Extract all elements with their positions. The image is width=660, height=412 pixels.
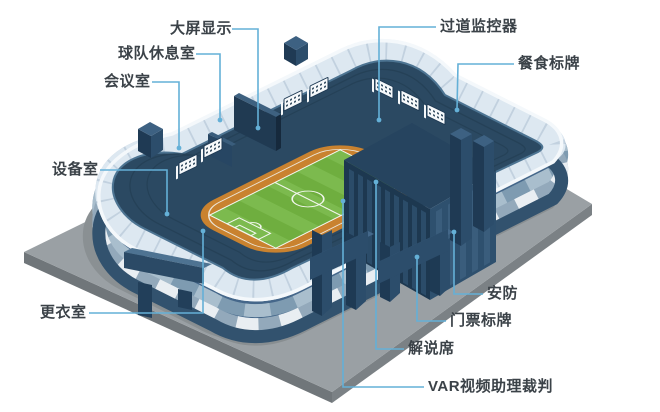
monitor-board xyxy=(424,103,446,125)
label-equipment-room: 设备室 xyxy=(52,161,99,178)
label-var-referee: VAR视频助理裁判 xyxy=(428,378,554,395)
leader-locker-room xyxy=(89,232,204,314)
monitor-board xyxy=(201,137,223,163)
leader-lines xyxy=(89,26,514,388)
leader-endpoints xyxy=(164,107,460,260)
label-food-signage: 餐食标牌 xyxy=(518,55,581,72)
label-team-lounge: 球队休息室 xyxy=(118,45,196,62)
monitor-board xyxy=(398,89,420,111)
leader-corridor-monitor xyxy=(378,26,436,119)
label-big-screen: 大屏显示 xyxy=(170,20,233,37)
leader-equipment-room xyxy=(100,169,168,213)
monitor-board xyxy=(176,154,198,180)
leader-food-signage xyxy=(456,63,514,110)
entrance-gates xyxy=(310,229,454,316)
cube-tower-left xyxy=(138,122,163,136)
leader-security xyxy=(453,233,483,295)
label-locker-room: 更衣室 xyxy=(40,304,87,321)
leader-var-referee xyxy=(342,202,424,388)
platform-side-left xyxy=(24,252,332,403)
gate-a-beam xyxy=(310,231,368,280)
tower-right xyxy=(450,128,472,140)
monitor-board xyxy=(307,77,329,103)
leader-ticket-signage xyxy=(416,258,446,322)
leader-meeting-room xyxy=(152,81,180,147)
platform-side-right xyxy=(332,204,592,403)
label-corridor-monitor: 过道监控器 xyxy=(440,18,518,35)
leader-commentary-booth xyxy=(375,183,404,350)
canopy-front xyxy=(124,252,204,284)
gate-b-beam xyxy=(378,229,448,284)
corner-towers xyxy=(138,36,494,246)
leader-big-screen xyxy=(232,28,259,127)
entrance-canopy xyxy=(124,248,212,318)
big-screen-face xyxy=(234,96,276,151)
label-commentary-booth: 解说席 xyxy=(408,340,455,357)
leader-team-lounge xyxy=(196,53,221,119)
label-security: 安防 xyxy=(487,285,519,302)
label-ticket-signage: 门票标牌 xyxy=(450,312,513,329)
cube-tower-top xyxy=(284,36,308,50)
label-meeting-room: 会议室 xyxy=(104,73,151,90)
monitor-board xyxy=(281,90,303,116)
